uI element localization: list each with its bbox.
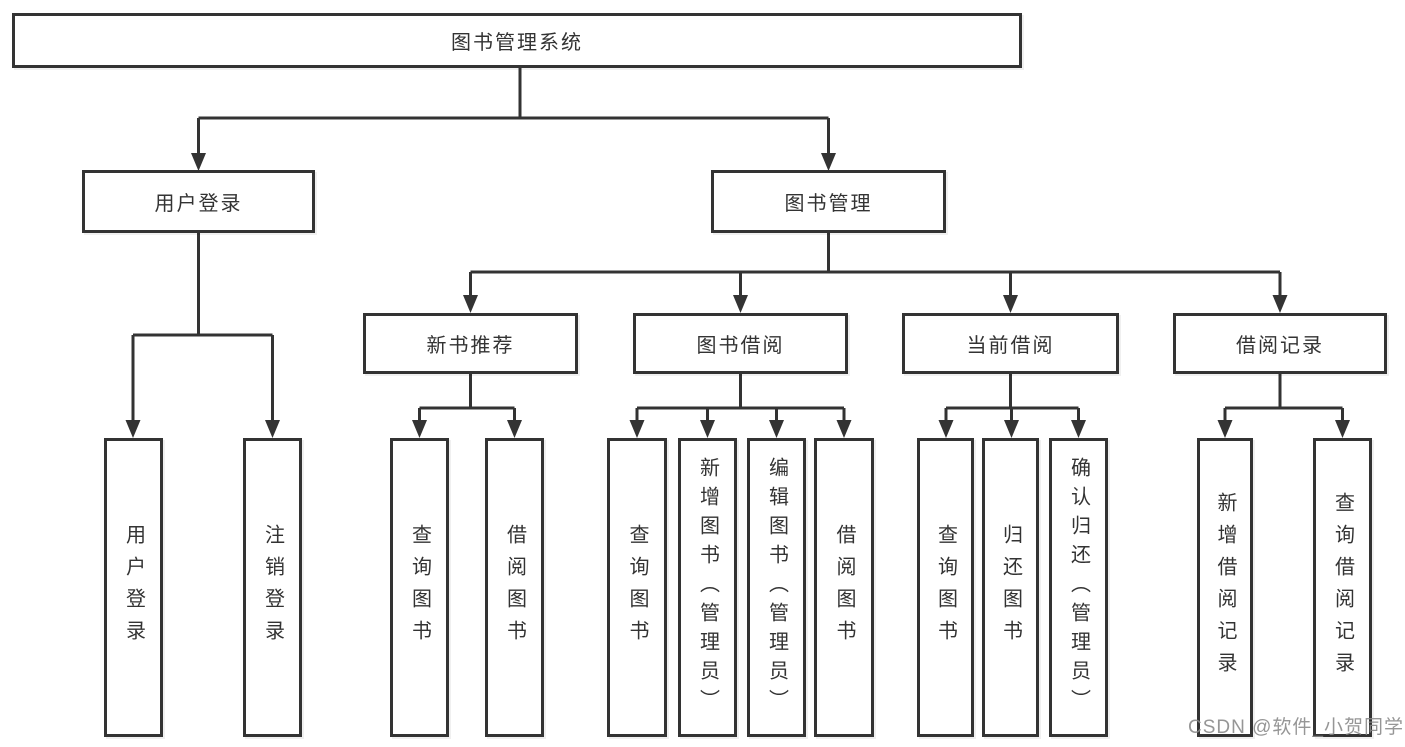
node-label: 借阅记录	[1236, 335, 1324, 357]
node-query-borrow-record: 查询借阅记录	[1313, 438, 1372, 737]
node-borrow-books-borrowing: 借阅图书	[814, 438, 874, 737]
node-label: 新增图书（管理员）	[696, 457, 719, 718]
node-current-borrowing: 当前借阅	[902, 313, 1119, 374]
node-label: 新书推荐	[426, 335, 515, 357]
node-query-books-recommend: 查询图书	[390, 438, 449, 737]
node-label: 借阅图书	[503, 523, 526, 652]
node-label: 查询图书	[626, 523, 648, 652]
node-label: 借阅图书	[833, 523, 855, 652]
node-query-books-borrowing: 查询图书	[607, 438, 667, 737]
node-label: 图书借阅	[696, 335, 785, 357]
node-label: 归还图书	[999, 523, 1022, 652]
node-library-management-system: 图书管理系统	[12, 13, 1022, 68]
arrowheads	[125, 153, 1350, 438]
node-label: 用户登录	[154, 193, 243, 215]
node-label: 用户登录	[122, 523, 145, 652]
node-return-books: 归还图书	[982, 438, 1039, 737]
node-user-login-leaf: 用户登录	[104, 438, 163, 737]
node-label: 查询借阅记录	[1331, 491, 1354, 684]
node-user-login: 用户登录	[82, 170, 315, 233]
node-label: 新增借阅记录	[1214, 491, 1236, 684]
node-add-books-admin: 新增图书（管理员）	[678, 438, 737, 737]
node-borrowing-records: 借阅记录	[1173, 313, 1387, 374]
node-book-management: 图书管理	[711, 170, 946, 233]
node-label: 图书管理系统	[451, 32, 583, 54]
connector-lines	[131, 68, 1344, 420]
node-confirm-return-admin: 确认归还（管理员）	[1049, 438, 1108, 737]
node-new-book-recommend: 新书推荐	[363, 313, 578, 374]
node-label: 查询图书	[934, 523, 957, 652]
node-query-books-current: 查询图书	[917, 438, 974, 737]
node-label: 确认归还（管理员）	[1067, 457, 1090, 718]
node-logout: 注销登录	[243, 438, 302, 737]
node-book-borrowing: 图书借阅	[633, 313, 848, 374]
node-label: 注销登录	[261, 523, 284, 652]
node-label: 编辑图书（管理员）	[765, 457, 788, 718]
node-add-borrow-record: 新增借阅记录	[1197, 438, 1253, 737]
node-label: 查询图书	[408, 523, 431, 652]
csdn-watermark: CSDN @软件_小贺同学	[1188, 717, 1404, 738]
node-edit-books-admin: 编辑图书（管理员）	[747, 438, 806, 737]
node-label: 当前借阅	[966, 335, 1055, 357]
node-label: 图书管理	[784, 193, 873, 215]
node-borrow-books-recommend: 借阅图书	[485, 438, 544, 737]
